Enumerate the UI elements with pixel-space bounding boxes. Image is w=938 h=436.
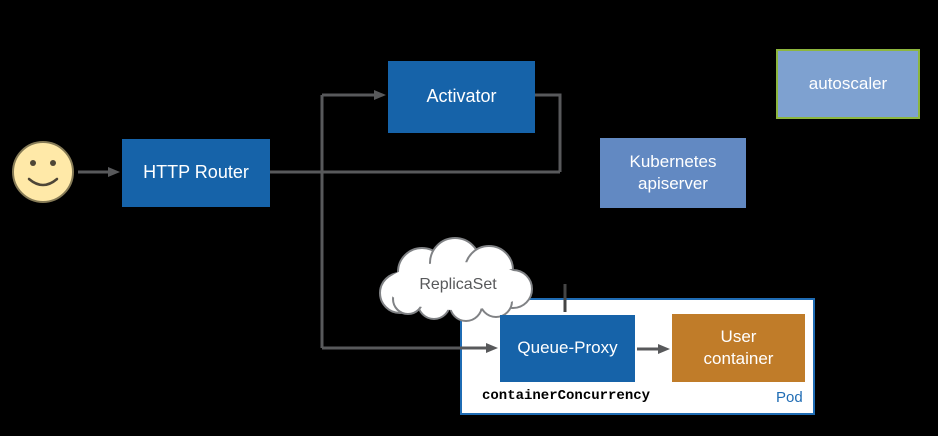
user-container-label: User container: [703, 326, 774, 368]
user-container-node: User container: [672, 314, 805, 382]
user-smiley-icon: [12, 141, 74, 203]
autoscaler-node: autoscaler: [776, 49, 920, 119]
pod-label: Pod: [776, 389, 803, 406]
queue-proxy-label: Queue-Proxy: [517, 338, 618, 358]
kubernetes-apiserver-node: Kubernetes apiserver: [600, 138, 746, 208]
replicaset-label: ReplicaSet: [419, 276, 497, 293]
http-router-label: HTTP Router: [143, 162, 249, 183]
container-concurrency-label: containerConcurrency: [482, 388, 651, 404]
autoscaler-label: autoscaler: [808, 73, 888, 93]
queue-proxy-node: Queue-Proxy: [500, 315, 635, 382]
http-router-node: HTTP Router: [122, 139, 270, 207]
line-activator-loop: [535, 93, 562, 172]
activator-node: Activator: [388, 61, 535, 133]
kubernetes-apiserver-label: Kubernetes apiserver: [629, 151, 717, 193]
activator-label: Activator: [426, 86, 497, 107]
